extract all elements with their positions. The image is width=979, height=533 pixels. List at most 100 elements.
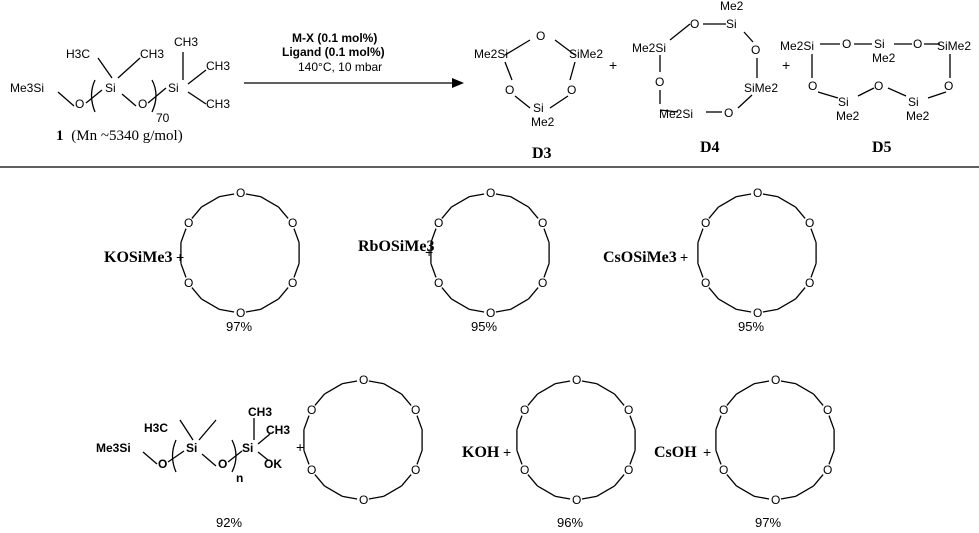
ring-bond: [629, 415, 636, 430]
ring-bond: [401, 474, 412, 487]
me3si-label: Me3Si: [96, 441, 131, 455]
ring-bond: [777, 298, 796, 310]
ring-bond: [441, 287, 452, 300]
ring-bond: [762, 193, 778, 198]
oxygen-label: O: [138, 97, 147, 111]
compound-caption: 1 (Mn ~5340 g/mol): [56, 128, 183, 144]
oxygen-label: O: [572, 493, 581, 507]
oxygen-label: O: [719, 403, 728, 417]
methyl-label: CH3: [174, 35, 198, 49]
ring-bond: [451, 298, 470, 310]
ring-bond: [383, 485, 402, 497]
plus-sign: +: [680, 249, 688, 265]
atom-label: Me2Si: [474, 47, 508, 61]
ring-bond: [581, 495, 597, 500]
oxygen-label: O: [307, 403, 316, 417]
ring-bond: [810, 263, 817, 278]
oxygen-label: O: [184, 276, 193, 290]
atom-label: O: [567, 83, 576, 97]
atom-label: Me2: [720, 0, 744, 13]
ring-bond: [795, 287, 806, 300]
ring-bond: [314, 474, 325, 487]
ring-bond: [293, 263, 300, 278]
ring-bond: [813, 474, 824, 487]
ring-bond: [715, 450, 722, 465]
plus-sign: +: [503, 444, 511, 460]
methyl-label: CH3: [266, 423, 290, 437]
reaction-arrow: [244, 78, 464, 88]
ring-bond: [469, 193, 485, 198]
oxygen-label: O: [520, 403, 529, 417]
ring-bond: [303, 450, 310, 465]
silicon-label: Si: [168, 81, 179, 95]
atom-label: O: [536, 29, 545, 43]
plus-sign: +: [703, 444, 711, 460]
atom-label: SiMe2: [569, 47, 603, 61]
oxygen-label: O: [434, 216, 443, 230]
ring-bond: [278, 287, 289, 300]
atom-label: SiMe2: [744, 81, 778, 95]
product-label-d3: D3: [532, 145, 552, 162]
oxygen-label: O: [805, 276, 814, 290]
condition-metal: M-X (0.1 mol%): [292, 31, 377, 45]
plus-sign: +: [782, 57, 790, 73]
ring-bond: [510, 196, 529, 208]
ring-bond: [581, 380, 597, 385]
atom-label: Si: [838, 95, 849, 109]
oxygen-label: O: [771, 373, 780, 387]
oxygen-label: O: [359, 373, 368, 387]
methyl-label: CH3: [140, 47, 164, 61]
ring-bond: [537, 383, 556, 395]
ring-bond: [516, 415, 523, 430]
oxygen-label: O: [753, 306, 762, 320]
oxygen-label: O: [823, 463, 832, 477]
ring-bond: [736, 383, 755, 395]
ring-bond: [219, 193, 235, 198]
atom-label: Si: [726, 17, 737, 31]
atom-label: O: [874, 79, 883, 93]
ring-bond: [754, 495, 770, 500]
plus-sign: +: [609, 57, 617, 73]
atom-label: O: [751, 43, 760, 57]
ring-bond: [726, 393, 737, 406]
silicon-label: Si: [186, 441, 197, 455]
atom-label: O: [913, 37, 922, 51]
methyl-label: H3C: [66, 47, 90, 61]
product-label-d4: D4: [700, 139, 720, 156]
oxygen-label: O: [288, 216, 297, 230]
yield-value: 96%: [557, 515, 583, 530]
ring-bond: [708, 206, 719, 219]
ring-bond: [726, 474, 737, 487]
atom-label: O: [505, 83, 514, 97]
ring-bond: [736, 308, 752, 313]
okl-label: OK: [264, 457, 282, 471]
oxygen-label: O: [236, 186, 245, 200]
ring-bond: [528, 206, 539, 219]
product-d4: Me2 Si O Me2Si O O SiMe2 Me2Si O D4: [632, 0, 778, 156]
ring-bond: [777, 196, 796, 208]
ring-bond: [516, 450, 523, 465]
ring-bond: [180, 228, 187, 243]
oxygen-label: O: [805, 216, 814, 230]
oxygen-label: O: [236, 306, 245, 320]
yield-value: 97%: [755, 515, 781, 530]
atom-label: O: [655, 75, 664, 89]
methyl-label: H3C: [144, 421, 168, 435]
atom-label: Si: [908, 95, 919, 109]
yield-value: 97%: [226, 319, 252, 334]
ring-bond: [495, 308, 511, 313]
ring-bond: [718, 196, 737, 208]
oxygen-label: O: [572, 373, 581, 387]
atom-label: O: [724, 106, 733, 120]
me3si-label: Me3Si: [10, 81, 44, 95]
ring-bond: [527, 474, 538, 487]
plus-sign: +: [296, 439, 304, 455]
oxygen-label: O: [486, 306, 495, 320]
